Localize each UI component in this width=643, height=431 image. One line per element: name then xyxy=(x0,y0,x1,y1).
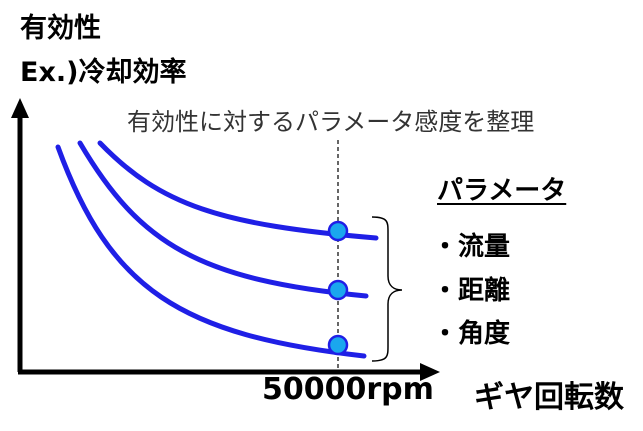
y-axis-label-line1: 有効性 xyxy=(20,13,101,44)
y-axis-label-line2: Ex.)冷却効率 xyxy=(20,57,187,88)
annotation-text: 有効性に対するパラメータ感度を整理 xyxy=(127,108,535,136)
y-axis-arrowhead xyxy=(11,98,29,118)
curve-bottom xyxy=(55,144,367,359)
rpm-marker-label: 50000rpm xyxy=(262,372,434,407)
marker-middle xyxy=(327,279,349,301)
parameter-flow-rate: ・流量 xyxy=(432,232,511,262)
right-brace xyxy=(371,216,403,362)
marker-bottom xyxy=(327,334,349,356)
parameter-heading: パラメータ xyxy=(437,176,567,206)
parameter-distance: ・距離 xyxy=(432,276,511,306)
x-axis-label: ギヤ回転数 xyxy=(474,380,624,415)
marker-top xyxy=(327,220,349,242)
curve-middle xyxy=(77,140,369,299)
parameter-angle: ・角度 xyxy=(432,319,511,349)
curve-top xyxy=(97,140,379,241)
x-axis-arrowhead xyxy=(420,363,440,381)
